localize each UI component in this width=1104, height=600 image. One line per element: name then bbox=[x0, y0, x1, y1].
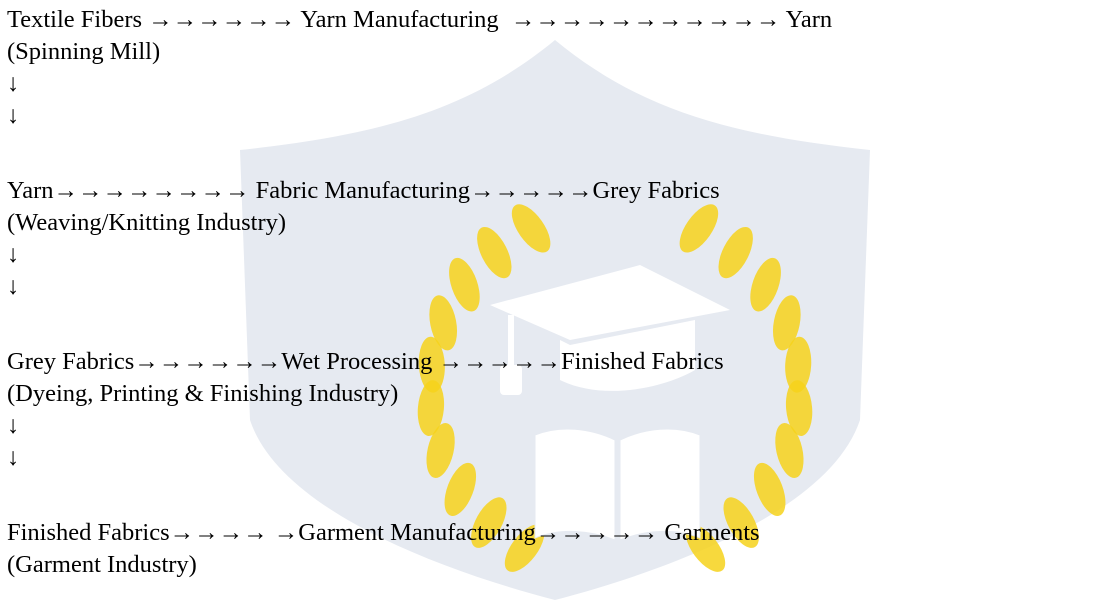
flow-line-finished-fabrics: Finished Fabrics→→→→ →Garment Manufactur… bbox=[7, 519, 760, 546]
flow-line-yarn: Yarn→→→→→→→→ Fabric Manufacturing→→→→→Gr… bbox=[7, 177, 720, 204]
down-arrow: ↓ bbox=[7, 241, 20, 268]
laurel-leaf bbox=[444, 462, 477, 516]
flow-note-dyeing-printing: (Dyeing, Printing & Finishing Industry) bbox=[7, 380, 399, 407]
down-arrow: ↓ bbox=[7, 102, 20, 129]
laurel-leaf bbox=[426, 423, 455, 478]
flow-note-spinning-mill: (Spinning Mill) bbox=[7, 38, 161, 65]
down-arrow: ↓ bbox=[7, 70, 20, 97]
laurel-leaf bbox=[429, 295, 458, 351]
laurel-leaf bbox=[511, 204, 551, 253]
laurel-leaf bbox=[471, 497, 507, 548]
laurel-wreath-right bbox=[679, 204, 813, 572]
flow-line-textile-fibers: Textile Fibers →→→→→→ Yarn Manufacturing… bbox=[7, 6, 833, 33]
flow-note-weaving-knitting: (Weaving/Knitting Industry) bbox=[7, 209, 287, 236]
textile-process-flow-document: Textile Fibers →→→→→→ Yarn Manufacturing… bbox=[7, 6, 833, 578]
down-arrow: ↓ bbox=[7, 444, 20, 471]
education-logo-watermark bbox=[240, 40, 870, 600]
laurel-leaf bbox=[785, 336, 812, 393]
flow-note-garment-industry: (Garment Industry) bbox=[7, 551, 197, 578]
laurel-leaf bbox=[723, 497, 759, 548]
flow-line-grey-fabrics: Grey Fabrics→→→→→→Wet Processing →→→→→Fi… bbox=[7, 348, 724, 375]
laurel-leaf bbox=[679, 204, 719, 253]
laurel-leaf bbox=[477, 226, 512, 279]
laurel-leaf bbox=[418, 336, 445, 393]
down-arrow: ↓ bbox=[7, 412, 20, 439]
open-book-icon bbox=[534, 428, 701, 541]
laurel-leaf bbox=[772, 295, 801, 351]
laurel-leaf bbox=[417, 380, 445, 437]
laurel-leaf bbox=[753, 462, 786, 516]
laurel-leaf bbox=[775, 423, 804, 478]
graduation-cap-icon bbox=[490, 265, 730, 395]
laurel-leaf bbox=[750, 257, 781, 312]
laurel-wreath-left bbox=[417, 204, 551, 572]
laurel-leaf bbox=[449, 257, 480, 312]
laurel-leaf bbox=[785, 380, 813, 437]
down-arrow: ↓ bbox=[7, 273, 20, 300]
laurel-leaf bbox=[718, 226, 753, 279]
laurel-leaf bbox=[504, 524, 545, 572]
